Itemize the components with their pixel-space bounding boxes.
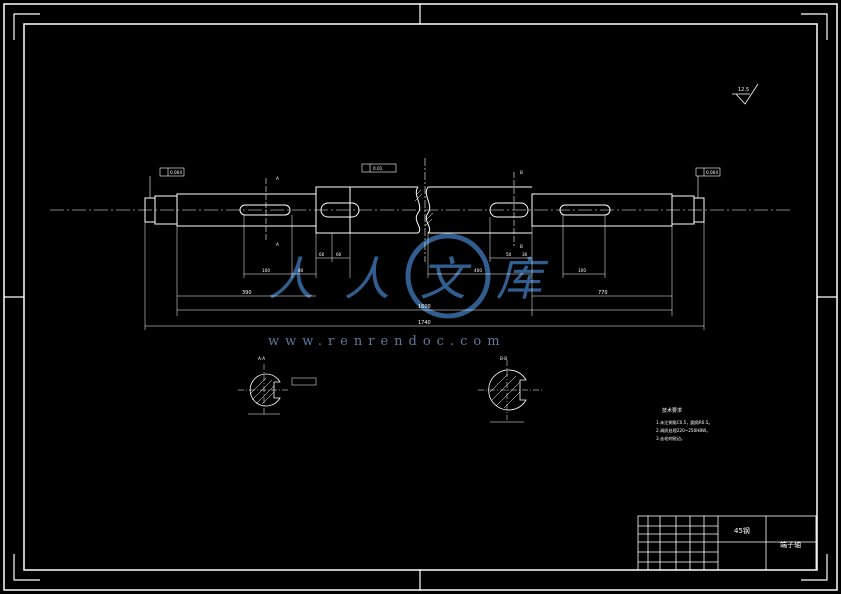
section-a [238,364,317,416]
dim-right-key-length: 100 [578,268,586,273]
watermark-cn: 人人文库 [268,252,572,306]
notes-line-3: 3.去毛刺锐边。 [656,435,685,442]
section-a-hatch [249,377,275,405]
break-hatch [414,189,434,227]
title-material: 45钢 [734,526,750,535]
dim-left-step: 80 [298,268,304,273]
notes-heading: 技术要求 [662,407,682,414]
section-b-hatch [489,373,521,409]
cut-label-a-bottom: A [276,242,279,247]
dim-mid-left-b: 60 [336,252,342,257]
tolerance-middle: 0.01 [373,166,383,171]
section-cut-lines [265,158,515,262]
notes-line-2: 2.调质处理220~250HBW。 [656,427,710,434]
title-block [637,515,817,571]
roughness-value: 12.5 [738,87,749,93]
dim-total-length: 1740 [418,320,431,326]
section-b-label: B-B [500,356,507,361]
tolerance-frames [149,163,721,198]
dim-right-step: 400 [474,268,482,273]
cut-label-b-bottom: B [520,244,523,249]
watermark-url: www.renrendoc.com [268,334,506,349]
frame-center-marks [4,4,837,590]
dim-right-small-b: 30 [522,252,528,257]
watermark: 人人文库 www.renrendoc.com [268,233,572,349]
section-a-label: A-A [258,356,265,361]
trim-corner-marks [13,13,828,581]
dim-left-span: 390 [242,290,252,296]
tolerance-left: 0.004 [170,170,182,175]
dim-inner-length: 1600 [418,304,431,310]
roughness-symbol [732,83,759,105]
section-b [478,360,544,423]
dim-left-key-length: 100 [262,268,270,273]
dim-right-small-a: 50 [506,252,512,257]
cut-label-b-top: B [520,170,523,175]
title-part-name: 端子轴 [780,540,801,549]
dim-mid-left-a: 60 [319,252,325,257]
watermark-circle [405,233,491,319]
cut-label-a-top: A [276,176,279,181]
tolerance-right: 0.004 [706,170,718,175]
dimension-lines [144,215,705,330]
shaft-body [144,186,705,234]
notes-line-1: 1.未注倒角C0.5，圆角R0.5。 [656,419,713,426]
dim-right-span: 770 [598,290,608,296]
